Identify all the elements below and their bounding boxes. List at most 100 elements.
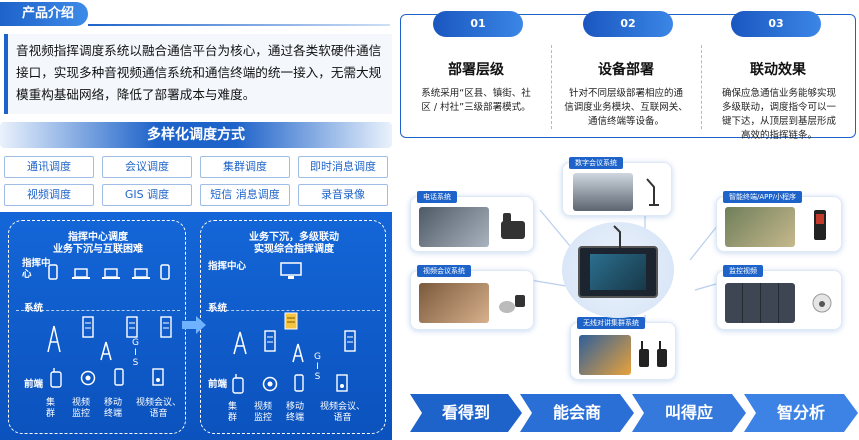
category-cluster: 集 群 [228, 402, 238, 423]
device-label: 数字会议系统 [569, 157, 623, 169]
divider [206, 310, 380, 311]
category-mobile: 移动 终端 [286, 402, 305, 423]
gis-label: G I S [314, 352, 321, 382]
laptop-icon [132, 268, 150, 279]
architecture-diagram: 指挥中心调度 业务下沉与互联困难 业务下沉，多级联动 实现综合指挥调度 指挥中 … [0, 212, 392, 440]
title-underline [88, 24, 390, 26]
device-card-digital-conference: 数字会议系统 [562, 157, 672, 216]
office-photo [419, 207, 489, 247]
monitor-icon [280, 262, 302, 279]
phone-icon [160, 264, 170, 280]
server-icon [344, 330, 356, 352]
laptop-icon [72, 268, 90, 279]
mode-tag: 会议调度 [102, 156, 192, 178]
category-mobile: 移动 终端 [104, 398, 123, 419]
conference-camera-icon [499, 295, 525, 313]
intro-text: 音视频指挥调度系统以融合通信平台为核心，通过各类软硬件通信接口，实现多种音视频通… [4, 34, 392, 114]
device-label: 监控视频 [723, 265, 763, 277]
antenna-tower-icon [100, 341, 112, 361]
conference-device-icon [336, 374, 348, 392]
phone-icon [48, 264, 58, 280]
server-icon [160, 316, 172, 338]
row-label-system: 系统 [24, 303, 44, 314]
camera-icon [262, 376, 278, 392]
mobile-icon [294, 374, 304, 392]
category-cluster: 集 群 [46, 398, 56, 419]
gis-label: G I S [132, 338, 139, 368]
device-card-smart-terminal: 智能终端/APP/小程序 [716, 191, 842, 252]
feature-title: 联动效果 [750, 62, 806, 78]
server-icon [264, 330, 276, 352]
dome-camera-icon [812, 293, 832, 313]
server-icon [126, 316, 138, 338]
divider [551, 45, 552, 129]
console-microphone-icon [613, 225, 621, 248]
feature-number: 01 [433, 11, 523, 37]
walkie-talkie-icon [639, 341, 667, 367]
feature-number: 02 [583, 11, 673, 37]
mode-tag: GIS 调度 [102, 184, 192, 206]
device-card-surveillance: 监控视频 [716, 265, 842, 330]
console-screen [590, 254, 646, 290]
microphone-icon [646, 178, 659, 206]
laptop-icon [102, 268, 120, 279]
new-title: 业务下沉，多级联动 实现综合指挥调度 [249, 232, 339, 255]
mode-tag: 即时消息调度 [298, 156, 388, 178]
divider [16, 310, 180, 311]
mode-tag: 视频调度 [4, 184, 94, 206]
feature-title: 设备部署 [598, 62, 654, 78]
feature-desc: 系统采用“区县、镇街、社 区 / 村社”三级部署模式。 [421, 88, 531, 113]
device-card-phone: 电话系统 [410, 191, 534, 252]
row-label-system-right: 系统 [208, 303, 228, 314]
legacy-title: 指挥中心调度 业务下沉与互联困难 [53, 232, 143, 255]
section-title-tab: 产品介绍 [0, 2, 88, 26]
server-icon [82, 316, 94, 338]
device-card-video-conference: 视频会议系统 [410, 265, 534, 330]
row-label-front: 前端 [24, 379, 44, 390]
handheld-terminal-icon [814, 210, 826, 240]
banner-item: 智分析 [744, 394, 858, 432]
mobile-icon [114, 368, 124, 386]
feature-number: 03 [731, 11, 821, 37]
device-label: 智能终端/APP/小程序 [723, 191, 802, 203]
row-label-center: 指挥中 心 [22, 258, 51, 280]
radio-icon [232, 374, 244, 394]
conference-mic-photo [573, 173, 633, 211]
feature-desc: 针对不同层级部署相应的通 信调度业务模块、互联网关、 通信终端等设备。 [564, 88, 688, 127]
feature-title: 部署层级 [448, 62, 504, 78]
category-video-conf: 视频会议、 语音 [136, 398, 182, 419]
arrow-right-icon [182, 316, 206, 334]
divider [701, 45, 702, 129]
category-video-conf: 视频会议、 语音 [320, 402, 366, 423]
conference-device-icon [152, 368, 164, 386]
banner-item: 看得到 [410, 394, 522, 432]
camera-icon [80, 370, 96, 386]
antenna-tower-icon [292, 343, 304, 363]
mode-tag: 通讯调度 [4, 156, 94, 178]
banner-item: 叫得应 [632, 394, 746, 432]
category-video-monitor: 视频 监控 [254, 402, 273, 423]
device-label: 电话系统 [417, 191, 457, 203]
feature-desc: 确保应急通信业务能够实现 多级联动，调度指令可以一 键下达，从顶层到基层形成 高… [721, 88, 836, 141]
banner-item: 能会商 [520, 394, 634, 432]
antenna-tower-icon [233, 331, 247, 355]
mode-tag: 集群调度 [200, 156, 290, 178]
mode-tag: 短信 消息调度 [200, 184, 290, 206]
worker-photo [579, 335, 631, 375]
row-label-front-right: 前端 [208, 379, 228, 390]
gateway-icon [284, 312, 298, 330]
video-meeting-photo [419, 283, 489, 323]
category-video-monitor: 视频 监控 [72, 398, 91, 419]
desk-phone-icon [501, 213, 525, 239]
mode-tag: 录音录像 [298, 184, 388, 206]
row-label-center-right: 指挥中心 [208, 261, 247, 272]
device-label: 无线对讲集群系统 [577, 317, 645, 329]
features-panel: 01 02 03 部署层级 设备部署 联动效果 系统采用“区县、镇街、社 区 /… [400, 11, 856, 141]
monitor-wall-photo [725, 283, 795, 323]
radio-icon [50, 368, 62, 388]
device-label: 视频会议系统 [417, 265, 471, 277]
antenna-tower-icon [47, 325, 61, 353]
dispatch-console [578, 246, 658, 298]
modes-title: 多样化调度方式 [0, 122, 392, 148]
field-team-photo [725, 207, 795, 247]
